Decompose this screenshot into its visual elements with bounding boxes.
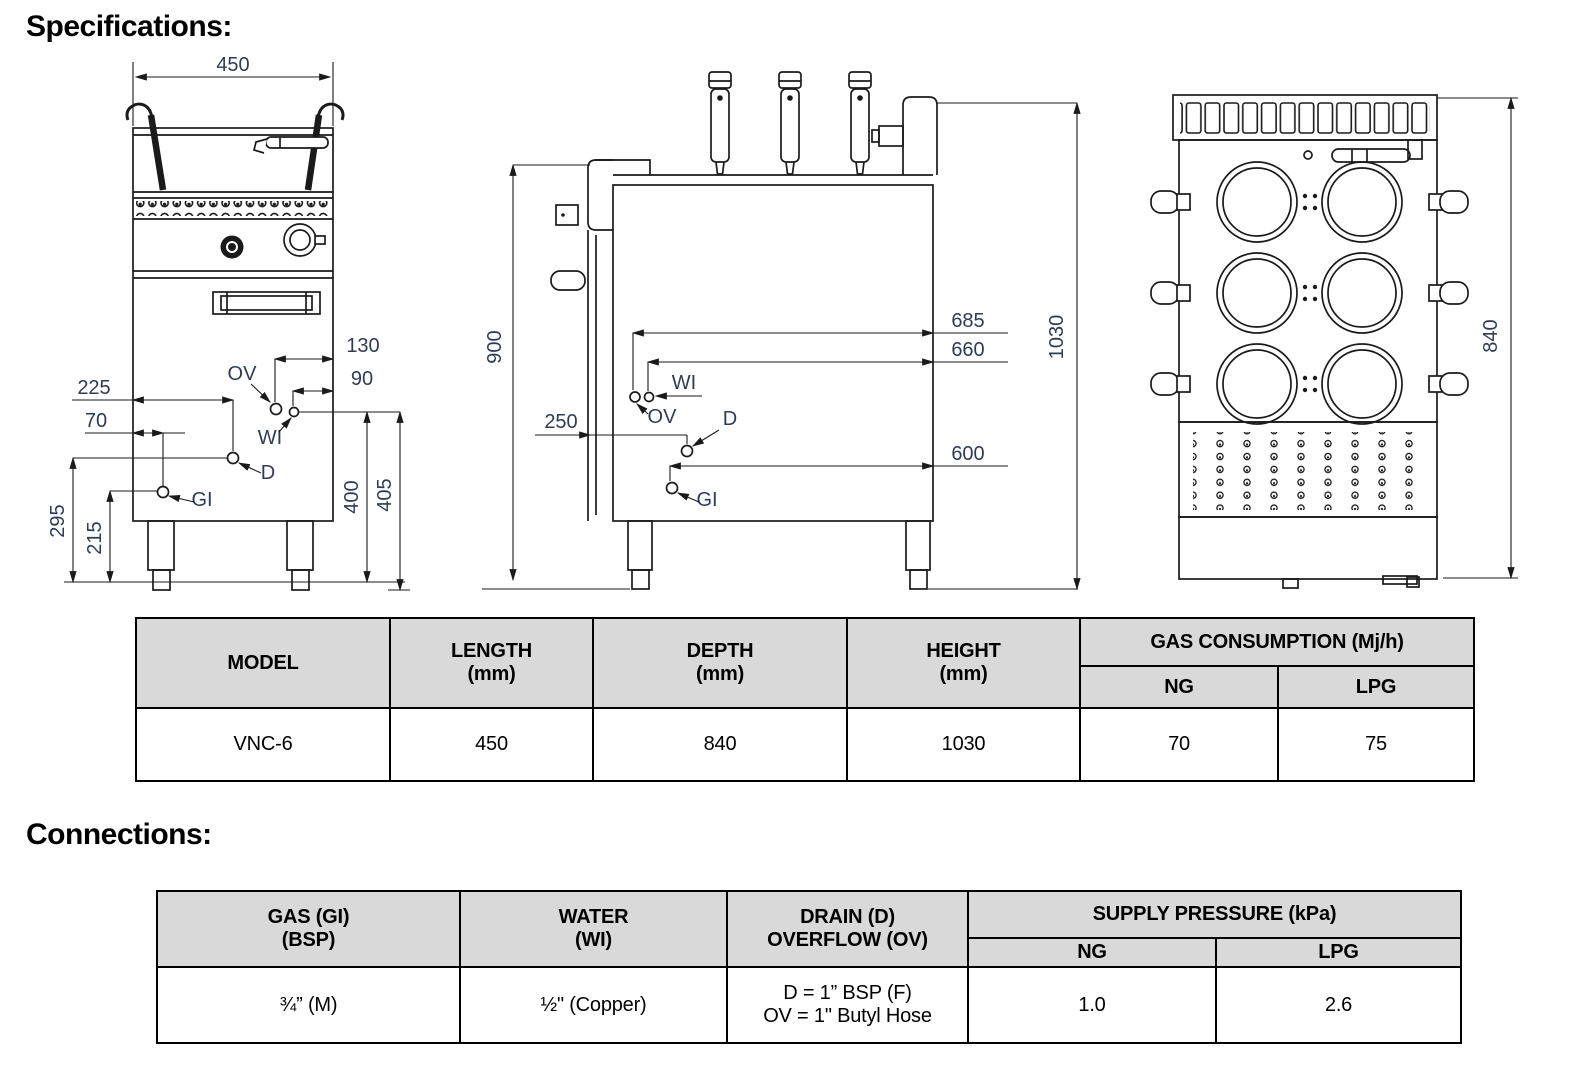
side-handle: [550, 270, 586, 291]
top-dim-840-label: 840: [1480, 319, 1502, 352]
spec-header-model: MODEL: [136, 618, 390, 708]
conn-header-gas: GAS (GI) (BSP): [157, 891, 460, 967]
front-gi-label: GI: [191, 489, 212, 511]
side-d-label: D: [723, 408, 737, 430]
side-dim-250-label: 250: [544, 411, 577, 433]
side-body-outline: [612, 184, 934, 522]
front-dim-225-label: 225: [77, 377, 110, 399]
front-d-label: D: [261, 462, 275, 484]
front-wi-port: [288, 406, 300, 418]
front-dim-400-label: 400: [341, 480, 363, 513]
spec-value-ng: 70: [1080, 708, 1278, 781]
tap-front: [252, 136, 329, 154]
side-dim-1030-label: 1030: [1046, 315, 1068, 360]
front-gi-port: [156, 485, 170, 499]
front-ov-port: [269, 402, 283, 416]
specifications-table: MODEL LENGTH (mm) DEPTH (mm) HEIGHT (mm)…: [135, 617, 1475, 782]
front-dim-295-label: 295: [47, 504, 69, 537]
spec-value-model: VNC-6: [136, 708, 390, 781]
spec-header-ng: NG: [1080, 666, 1278, 708]
conn-header-lpg: LPG: [1216, 938, 1461, 967]
front-width-dim-label: 450: [216, 54, 249, 76]
front-legs: [147, 520, 314, 591]
conn-header-ng: NG: [968, 938, 1216, 967]
side-dim-600-label: 600: [951, 443, 984, 465]
side-legs: [627, 520, 931, 590]
spec-value-depth: 840: [593, 708, 847, 781]
top-view-drawing: 840: [1150, 94, 1518, 589]
specifications-heading: Specifications:: [26, 10, 232, 43]
front-dim-130-label: 130: [346, 335, 379, 357]
front-wi-label: WI: [258, 427, 282, 449]
spec-value-lpg: 75: [1278, 708, 1474, 781]
spec-header-depth: DEPTH (mm): [593, 618, 847, 708]
side-ov-label: OV: [648, 406, 678, 428]
connections-heading: Connections:: [26, 818, 212, 851]
basket-hook-right: [304, 102, 345, 191]
front-body-outline: [132, 127, 334, 522]
spec-header-gas-consumption: GAS CONSUMPTION (Mj/h): [1080, 618, 1474, 666]
side-wi-port: [643, 391, 655, 403]
front-dim-215-label: 215: [84, 521, 106, 554]
side-dim-660-label: 660: [951, 339, 984, 361]
connections-table: GAS (GI) (BSP) WATER (WI) DRAIN (D) OVER…: [156, 890, 1462, 1044]
side-view-drawing: 900: [482, 71, 1081, 591]
pilot-dial: [283, 223, 326, 257]
front-view-drawing: 450: [47, 54, 410, 592]
spec-value-height: 1030: [847, 708, 1080, 781]
side-dim-685-label: 685: [951, 310, 984, 332]
conn-value-water: ½" (Copper): [460, 967, 727, 1043]
basket-hook-left: [125, 102, 167, 191]
spec-header-lpg: LPG: [1278, 666, 1474, 708]
door-handle: [212, 291, 321, 315]
side-wi-label: WI: [672, 372, 696, 394]
front-d-port: [226, 451, 240, 465]
front-dim-90-label: 90: [351, 368, 373, 390]
side-panel-nose: [587, 159, 613, 231]
rear-flue: [871, 96, 938, 175]
conn-header-water: WATER (WI): [460, 891, 727, 967]
conn-header-supply-pressure: SUPPLY PRESSURE (kPa): [968, 891, 1461, 938]
top-tube: [1331, 139, 1423, 163]
front-ov-label: OV: [228, 363, 258, 385]
spec-value-length: 450: [390, 708, 593, 781]
conn-value-drain: D = 1” BSP (F) OV = 1" Butyl Hose: [727, 967, 968, 1043]
technical-drawings: 450: [47, 54, 1518, 592]
side-dim-900-label: 900: [484, 330, 506, 363]
tap-handles: [708, 71, 872, 175]
top-lower-section: [1178, 516, 1438, 580]
side-gi-port: [665, 481, 679, 495]
side-ov-port: [629, 391, 641, 403]
front-dim-405-label: 405: [374, 478, 396, 511]
side-d-port: [680, 444, 694, 458]
conn-value-ng: 1.0: [968, 967, 1216, 1043]
basket-openings: [1216, 161, 1403, 425]
front-dim-70-label: 70: [85, 410, 107, 432]
conn-value-gas: ¾” (M): [157, 967, 460, 1043]
spec-header-length: LENGTH (mm): [390, 618, 593, 708]
basket-handles: [1150, 190, 1469, 396]
conn-header-drain: DRAIN (D) OVERFLOW (OV): [727, 891, 968, 967]
conn-value-lpg: 2.6: [1216, 967, 1461, 1043]
spec-header-height: HEIGHT (mm): [847, 618, 1080, 708]
control-knob: [220, 235, 244, 259]
vent-perforations: [136, 201, 331, 216]
side-gi-label: GI: [696, 489, 717, 511]
